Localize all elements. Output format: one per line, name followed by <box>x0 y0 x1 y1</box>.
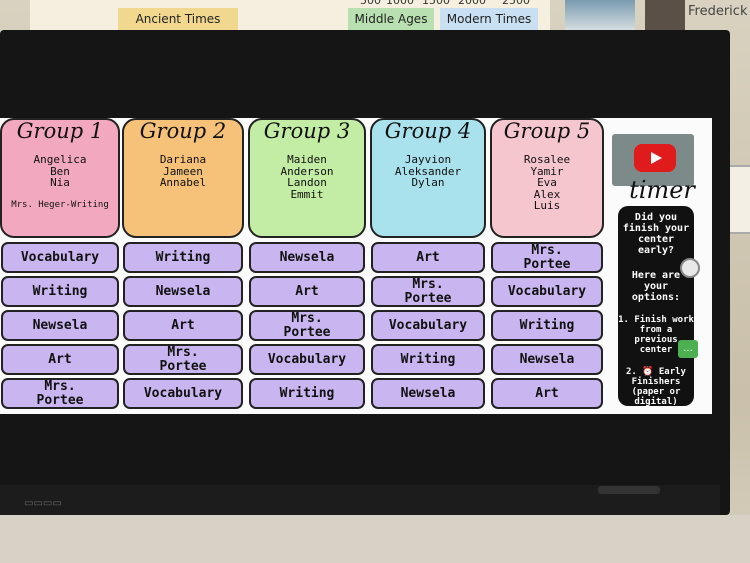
option-2-text: 2. ⏰ Early Finishers (paper or digital) <box>626 367 686 407</box>
rotation-cell: Newsela <box>371 378 485 409</box>
whiteboard-tray <box>0 515 750 563</box>
rotation-cell: Art <box>123 310 243 341</box>
rotation-cell: Writing <box>249 378 365 409</box>
group-member-name: Landon <box>287 176 327 189</box>
rotation-cell: Vocabulary <box>123 378 243 409</box>
rotation-cell: Mrs. Portee <box>491 242 603 273</box>
group-title: Group 5 <box>503 119 591 143</box>
rotation-cell: Vocabulary <box>491 276 603 307</box>
group-member-name: Eva <box>537 176 557 189</box>
rotation-cell: Art <box>249 276 365 307</box>
rotation-cell: Mrs. Portee <box>1 378 119 409</box>
timeline-label-middle: Middle Ages <box>348 8 434 30</box>
group-member-name: Alex <box>533 187 561 201</box>
group-member-name: Rosalee <box>523 153 571 166</box>
timeline-label-ancient: Ancient Times <box>118 8 238 30</box>
rotation-cell: Mrs. Portee <box>123 344 243 375</box>
group-member-name: Annabel <box>159 176 207 189</box>
rotation-cell: Art <box>371 242 485 273</box>
timeline-number: 500 <box>360 0 381 7</box>
timer-heading: timer <box>629 176 695 204</box>
timeline-number: 1500 <box>422 0 450 7</box>
early-finisher-question: Did you finish your center early? <box>622 212 690 256</box>
tv-brand-logo: ▭▭▭▭ <box>24 498 62 509</box>
rotation-cell: Mrs. Portee <box>249 310 365 341</box>
wall-outlet <box>727 165 750 234</box>
history-timeline-banner: Ancient Times Middle Ages Modern Times 5… <box>30 0 550 36</box>
early-finisher-panel: Did you finish your center early? Here a… <box>618 206 694 407</box>
timer-sidepanel: timer Did you finish your center early? … <box>612 118 712 414</box>
rotation-cell: Newsela <box>123 276 243 307</box>
timeline-number: 1000 <box>386 0 414 7</box>
rotation-cell: Writing <box>1 276 119 307</box>
group-member-name: Jameen <box>163 164 203 178</box>
rotation-cell: Vocabulary <box>249 344 365 375</box>
timeline-number: 2000 <box>458 0 486 7</box>
group-member-name: Aleksander <box>394 164 462 178</box>
rotation-cell: Art <box>1 344 119 375</box>
rotation-cell: Vocabulary <box>371 310 485 341</box>
group-title: Group 3 <box>263 119 351 143</box>
group-member-name: Dariana <box>159 153 207 166</box>
more-options-button[interactable]: ... <box>678 340 698 358</box>
options-heading: Here are your options: <box>631 270 681 303</box>
group-member-name: Mrs. Heger-Writing <box>11 199 109 210</box>
option-1-text: 1. Finish work from a previous center <box>618 315 694 355</box>
rotation-cell: Writing <box>123 242 243 273</box>
timeline-number: 2500 <box>502 0 530 7</box>
timer-video-thumbnail[interactable] <box>612 134 694 186</box>
group-member-name: Angelica <box>33 153 87 166</box>
group-title: Group 2 <box>139 119 227 143</box>
group-member-name: Maiden <box>287 153 327 166</box>
group-member-name: Dylan <box>411 176 445 189</box>
group-member-name: Luis <box>533 199 561 212</box>
group-member-name: Emmit <box>290 187 324 201</box>
rotation-cell: Newsela <box>249 242 365 273</box>
group-member-name: Yamir <box>530 164 564 178</box>
rotation-cell: Writing <box>491 310 603 341</box>
slide-toggle-knob[interactable] <box>680 258 700 278</box>
rotation-cell: Vocabulary <box>1 242 119 273</box>
group-member-name: Jayvion <box>404 153 452 166</box>
rotation-cell: Newsela <box>491 344 603 375</box>
group-member-name: Anderson <box>280 164 334 178</box>
group-member-name: Nia <box>50 176 70 189</box>
rotation-cell: Art <box>491 378 603 409</box>
play-icon[interactable] <box>634 144 676 172</box>
rotation-cell: Writing <box>371 344 485 375</box>
group-title: Group 4 <box>384 119 472 143</box>
group-member-name: Ben <box>50 164 70 178</box>
timeline-label-modern: Modern Times <box>440 8 538 30</box>
group-title: Group 1 <box>16 119 104 143</box>
rotation-cell: Newsela <box>1 310 119 341</box>
group-member-name <box>2 189 118 200</box>
wall-photo <box>565 0 635 34</box>
tv-sensor-bar <box>598 486 660 494</box>
portrait-poster-label: Frederick <box>688 4 748 19</box>
rotation-cell: Mrs. Portee <box>371 276 485 307</box>
